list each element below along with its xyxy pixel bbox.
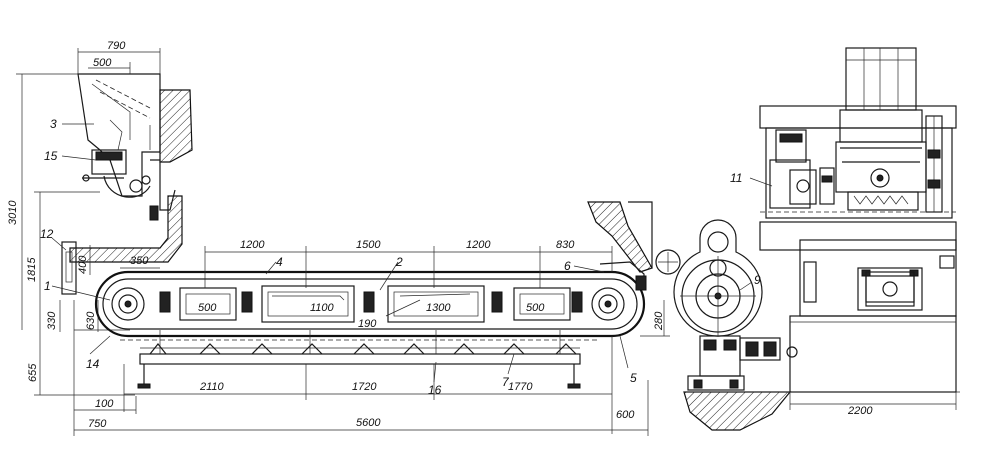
dim-600: 600 [616,409,635,421]
dim-1200-right: 1200 [466,239,491,251]
discharge-chute: 280 [587,201,681,337]
dim-280: 280 [653,311,665,331]
dim-3010: 3010 [7,200,19,225]
label-3: 3 [50,117,57,131]
dim-330: 330 [46,311,58,330]
dim-350: 350 [130,255,149,267]
hopper-assembly [61,73,193,295]
dim-1720: 1720 [352,381,377,393]
label-5: 5 [630,371,637,385]
dim-500-pan-left: 500 [198,302,217,314]
dim-190: 190 [358,318,377,330]
label-2: 2 [395,255,403,269]
leaders [51,123,773,383]
dim-1100: 1100 [310,302,335,314]
label-16: 16 [428,383,442,397]
dim-5600: 5600 [356,417,381,429]
dim-750: 750 [88,418,107,430]
dim-500-hopper: 500 [93,57,112,69]
label-14: 14 [86,357,100,371]
dim-630: 630 [85,311,97,330]
label-15: 15 [44,149,58,163]
label-9: 9 [754,273,761,287]
bottom-dimensions: 2110 1720 1770 100 750 5600 600 [73,300,649,436]
label-12: 12 [40,227,54,241]
dim-1500: 1500 [356,239,381,251]
hopper-dimensions: 790 500 [77,40,161,74]
motor-junction-box [865,271,915,307]
dim-1200-left: 1200 [240,239,265,251]
drive-unit: 2200 [673,47,960,431]
top-dimensions: 1200 1500 1200 830 350 [120,239,613,288]
part-labels: 3 15 12 1 4 2 6 5 7 16 14 9 11 [40,117,761,397]
left-vertical-dimensions: 3010 1815 655 330 400 630 [7,73,135,396]
dim-2200: 2200 [847,405,873,417]
dim-500-pan-right: 500 [526,302,545,314]
dim-790: 790 [107,40,126,52]
dim-1770: 1770 [508,381,533,393]
support-frame [120,330,600,389]
label-7: 7 [502,375,510,389]
dim-1300: 1300 [426,302,451,314]
dim-830: 830 [556,239,575,251]
label-11: 11 [730,171,742,185]
dim-100: 100 [95,398,114,410]
dim-1815: 1815 [26,257,38,282]
dim-655: 655 [27,363,39,382]
label-1: 1 [44,279,51,293]
label-4: 4 [276,255,283,269]
dim-400: 400 [77,255,89,274]
dim-2110: 2110 [199,381,225,393]
pan-dimensions: 500 1100 1300 500 190 [198,302,545,330]
label-6: 6 [564,259,571,273]
